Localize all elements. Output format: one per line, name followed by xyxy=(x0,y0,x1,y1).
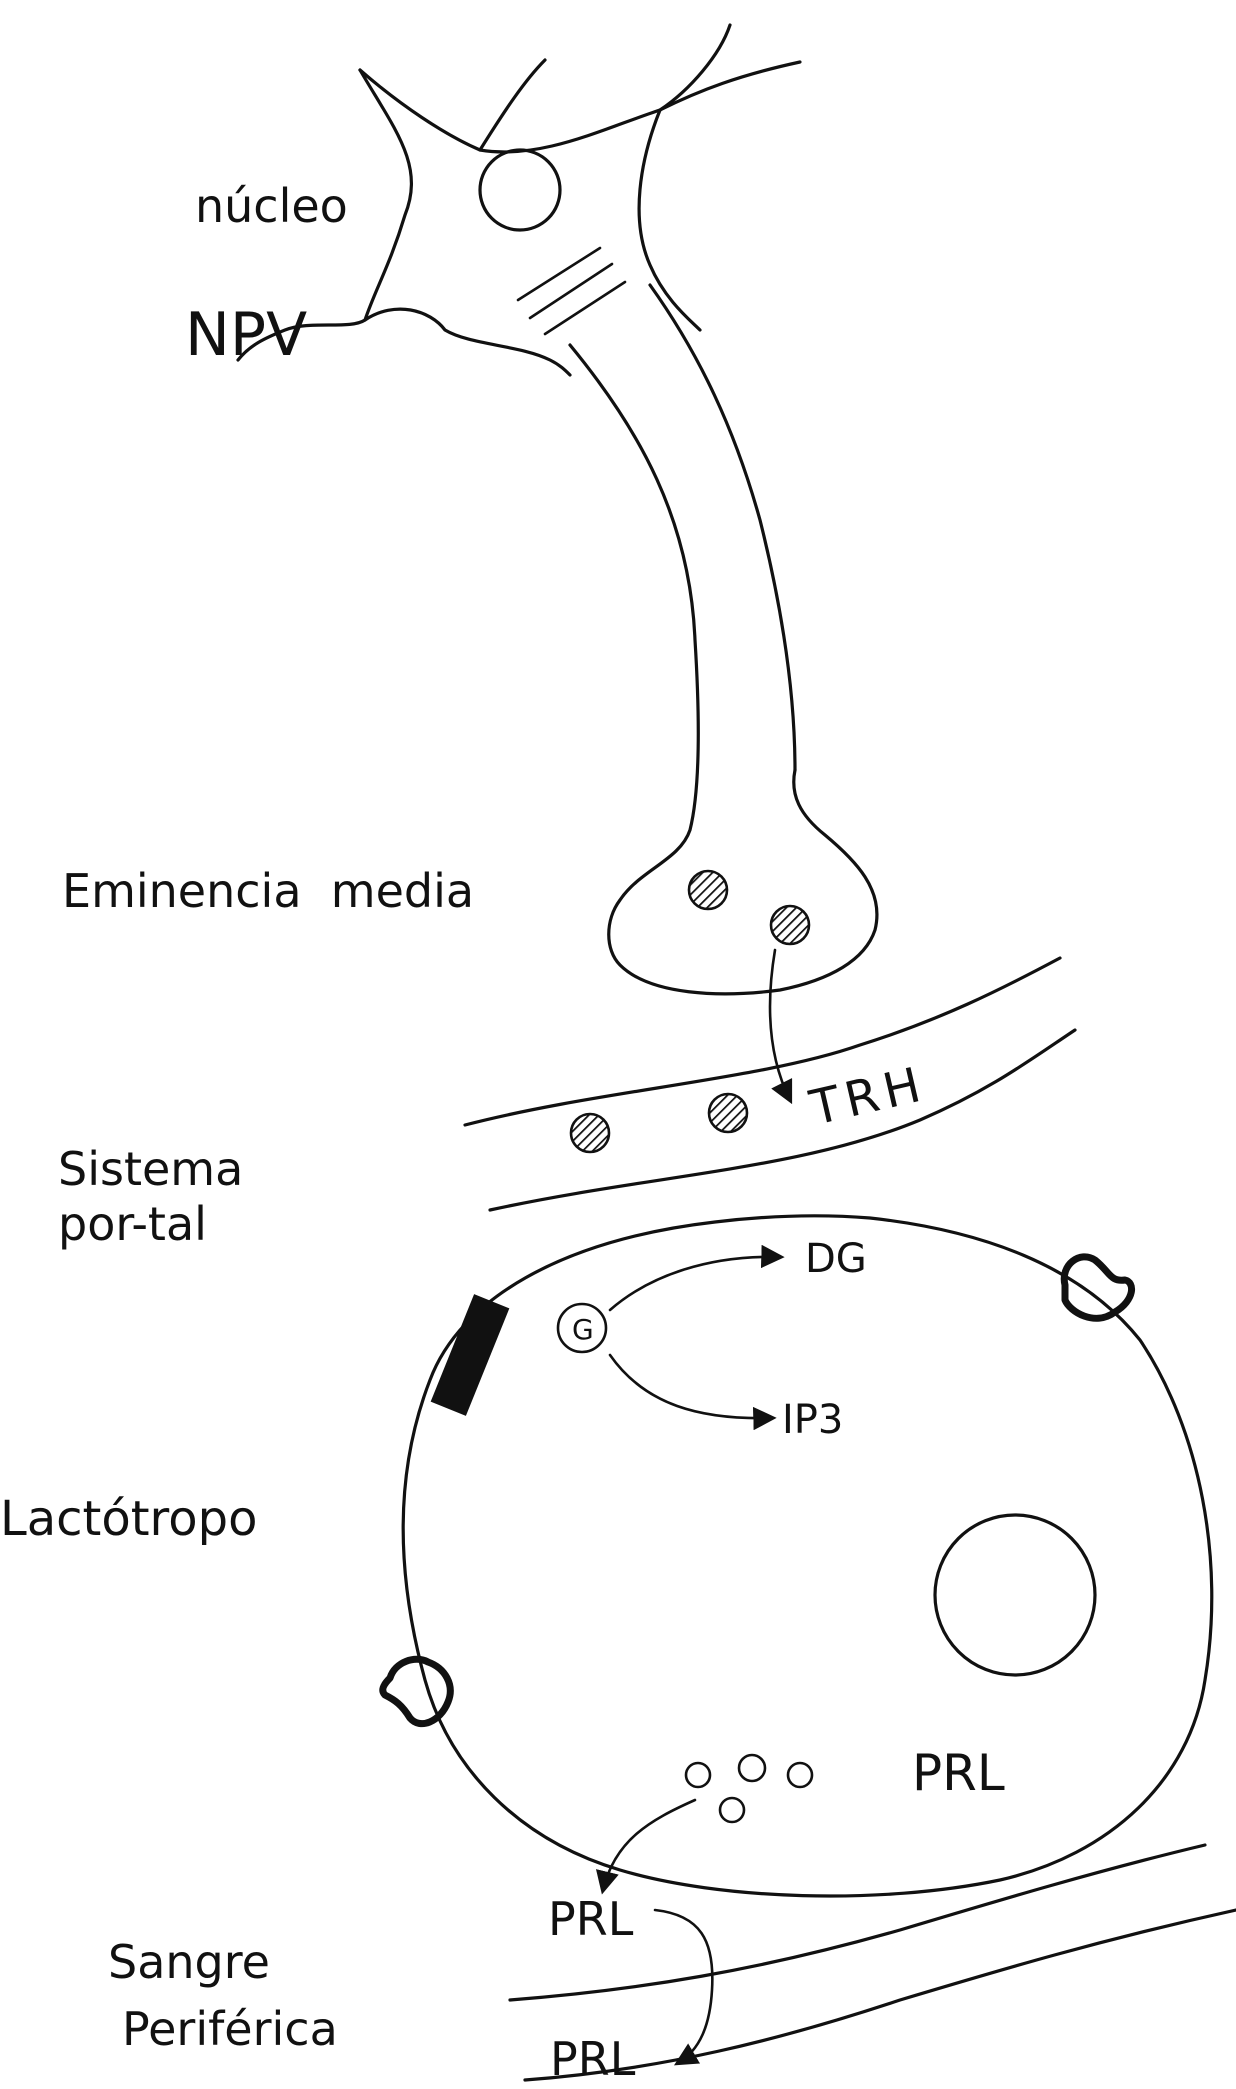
prl-granule xyxy=(720,1798,744,1822)
dg-arrow xyxy=(610,1257,780,1310)
cell-nucleus xyxy=(935,1515,1095,1675)
neuron-nissl-line xyxy=(545,282,625,334)
trh-vesicle xyxy=(571,1114,609,1152)
prl-granule xyxy=(788,1763,812,1787)
label-g: G xyxy=(572,1313,594,1346)
label-ip3: IP3 xyxy=(782,1397,843,1443)
membrane-receptor-lower xyxy=(383,1659,451,1723)
prl-granule xyxy=(739,1755,765,1781)
label-eminencia-media: Eminencia media xyxy=(62,864,474,918)
neuron-dendrite-left xyxy=(360,60,545,150)
neuron-nucleus xyxy=(480,150,560,230)
label-periferica: Periférica xyxy=(122,2002,338,2056)
label-prl-blood: PRL xyxy=(550,2032,636,2086)
neuron-soma-left xyxy=(365,309,570,375)
label-nucleo: núcleo xyxy=(195,179,348,233)
trh-vesicle xyxy=(689,871,727,909)
label-sangre: Sangre xyxy=(108,1935,270,1989)
lactotroph-cell xyxy=(383,1216,1212,1896)
neuron-soma-lower-right xyxy=(639,110,700,330)
neuron-dendrite-right xyxy=(480,25,730,152)
trh-release-arrow xyxy=(770,950,790,1100)
trh-vesicle xyxy=(771,906,809,944)
label-prl-cell: PRL xyxy=(912,1744,1005,1802)
ip3-arrow xyxy=(610,1355,772,1418)
label-npv: NPV xyxy=(185,300,307,370)
label-portal: por-tal xyxy=(58,1197,207,1251)
label-lactotropo: Lactótropo xyxy=(0,1491,257,1547)
axon xyxy=(570,285,877,1100)
membrane-receptor-upper xyxy=(1064,1257,1131,1318)
label-sistema: Sistema xyxy=(58,1142,243,1196)
prl-granule xyxy=(686,1763,710,1787)
neuron-process-right xyxy=(660,62,800,110)
axon-right-edge xyxy=(650,285,795,770)
label-dg: DG xyxy=(805,1236,867,1282)
prl-blood-arrow xyxy=(655,1910,712,2063)
neuron-nissl-line xyxy=(530,264,612,318)
trh-vesicle xyxy=(709,1094,747,1132)
neuron-nissl-line xyxy=(518,248,600,300)
label-prl-secreted: PRL xyxy=(548,1892,634,1946)
portal-vessel-upper-wall xyxy=(465,958,1060,1125)
